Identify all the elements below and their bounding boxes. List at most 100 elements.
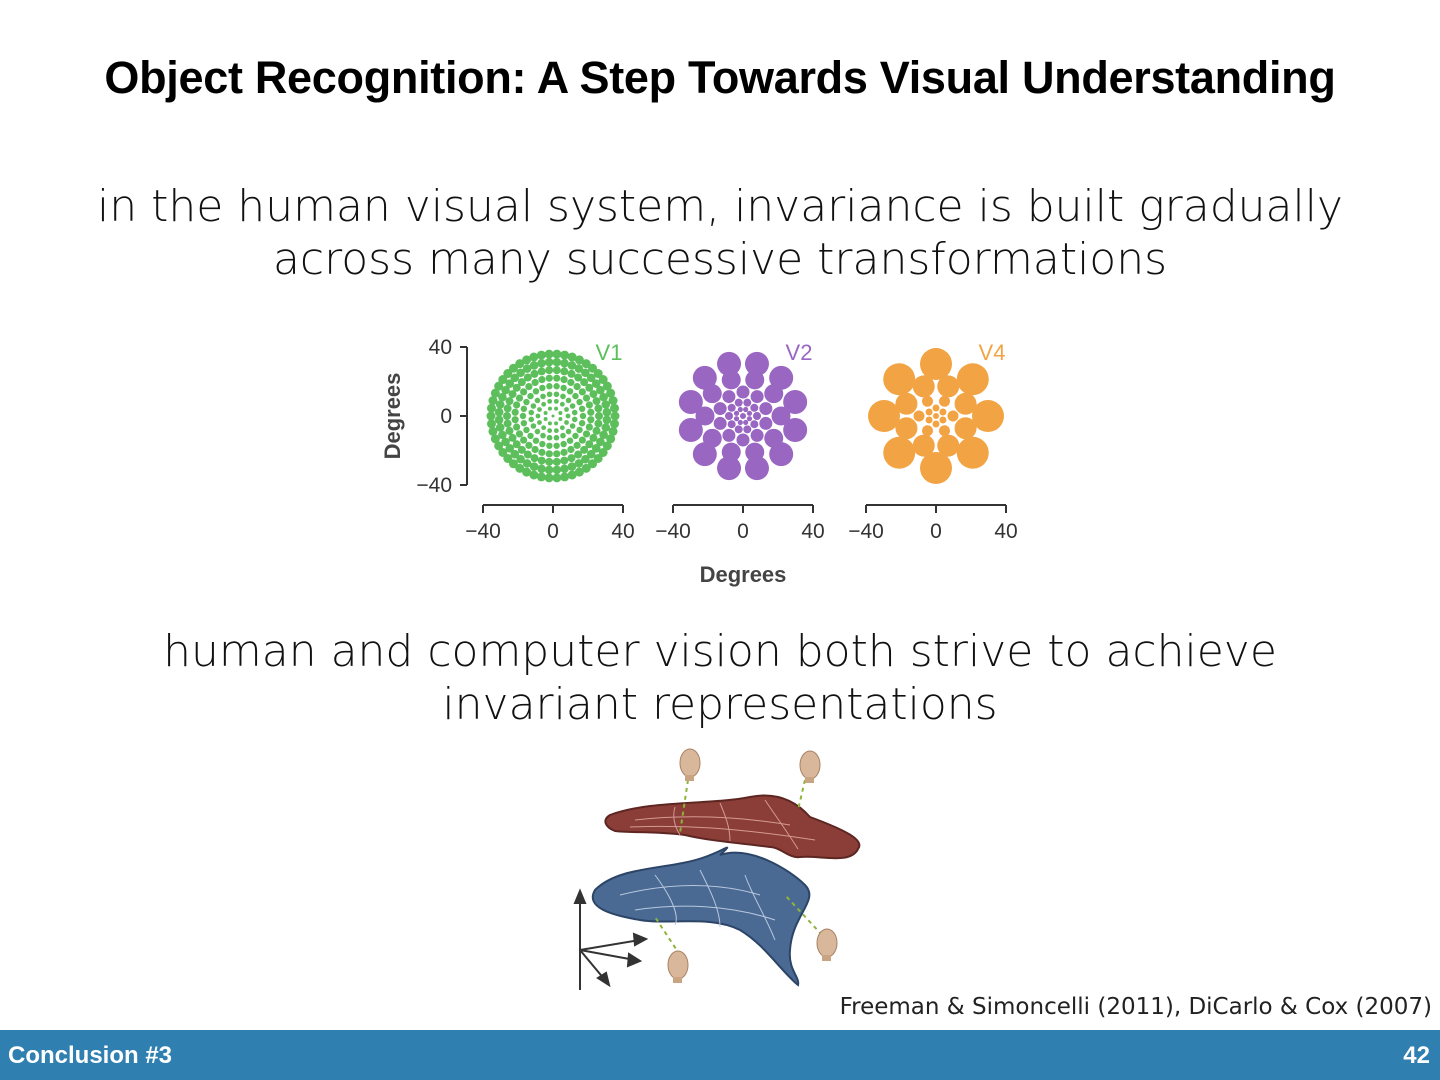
receptive-field-dot	[533, 388, 539, 394]
receptive-field-dot	[883, 437, 915, 469]
receptive-field-dot	[738, 420, 743, 425]
receptive-field-dot	[572, 393, 578, 399]
statement-vision-line-1: human and computer vision both strive to…	[0, 625, 1440, 678]
receptive-field-dot	[545, 366, 553, 374]
receptive-field-dot	[570, 403, 576, 409]
receptive-field-dot	[579, 420, 585, 426]
receptive-field-dot	[552, 473, 561, 482]
citation: Freeman & Simoncelli (2011), DiCarlo & C…	[840, 994, 1432, 1020]
bottom-manifold-surface	[593, 848, 810, 985]
panel-v2: V2	[679, 340, 813, 480]
receptive-field-dot	[568, 462, 577, 471]
receptive-field-dot	[926, 409, 933, 416]
receptive-field-dot	[737, 434, 750, 447]
receptive-field-dot	[747, 416, 752, 421]
receptive-field-dot	[722, 390, 735, 403]
panel-label-v4: V4	[979, 340, 1006, 365]
x-tick-label: 0	[930, 520, 942, 543]
receptive-field-dot	[487, 419, 496, 428]
receptive-field-dot	[759, 417, 772, 430]
receptive-field-dot	[574, 383, 581, 390]
receptive-field-dot	[714, 417, 727, 430]
x-tick-label: −40	[655, 520, 691, 543]
receptive-field-dot	[572, 410, 578, 416]
receptive-field-dot	[509, 434, 517, 442]
receptive-field-dot	[520, 437, 527, 444]
receptive-field-dot	[531, 446, 538, 453]
x-tick-label: 0	[547, 520, 559, 543]
receptive-field-dot	[504, 404, 512, 412]
receptive-field-dot	[487, 412, 496, 421]
x-tick-label: −40	[848, 520, 884, 543]
receptive-field-dot	[933, 421, 940, 428]
receptive-field-dot	[521, 406, 527, 412]
receptive-field-dot	[714, 402, 727, 415]
receptive-field-dot	[495, 416, 504, 425]
receptive-field-dot	[554, 421, 558, 425]
receptive-field-dot	[570, 423, 576, 429]
receptive-field-dot	[552, 415, 555, 418]
receptive-field-dot	[717, 352, 741, 376]
receptive-field-dot	[920, 348, 952, 380]
receptive-field-dot	[560, 457, 568, 465]
receptive-field-dot	[541, 425, 546, 430]
receptive-field-dot	[740, 413, 746, 419]
receptive-field-dot	[737, 386, 750, 399]
face-icon	[668, 951, 688, 983]
receptive-field-dot	[527, 393, 533, 399]
receptive-field-dot	[560, 449, 567, 456]
top-manifold-surface	[605, 796, 859, 859]
receptive-field-dot	[883, 363, 915, 395]
receptive-field-dot	[868, 400, 900, 432]
receptive-field-dot	[743, 420, 748, 425]
receptive-field-dot	[568, 470, 577, 479]
receptive-field-dot	[546, 375, 553, 382]
receptive-field-dot	[751, 390, 764, 403]
receptive-field-dot	[535, 429, 541, 435]
receptive-field-dot	[734, 411, 739, 416]
receptive-field-dot	[560, 367, 568, 375]
receptive-field-dot	[552, 350, 561, 359]
receptive-field-dot	[528, 417, 534, 423]
x-tick-label: 0	[737, 520, 749, 543]
receptive-field-dot	[745, 352, 769, 376]
receptive-field-dot	[751, 429, 764, 442]
receptive-field-dot	[554, 435, 560, 441]
receptive-field-dot	[603, 416, 612, 425]
x-tick-label: 40	[994, 520, 1017, 543]
receptive-field-dot	[537, 351, 546, 360]
receptive-field-dot	[523, 399, 529, 405]
receptive-field-dot	[523, 427, 529, 433]
receptive-field-dot	[914, 411, 925, 422]
receptive-field-dot	[545, 466, 554, 475]
receptive-field-dot	[513, 401, 520, 408]
receptive-field-dot	[560, 425, 565, 430]
receptive-field-dot	[516, 430, 523, 437]
receptive-field-dot	[586, 423, 593, 430]
receptive-field-dot	[537, 464, 546, 473]
receptive-field-dot	[545, 473, 554, 482]
receptive-field-dot	[595, 412, 603, 420]
y-tick-label: 0	[440, 405, 452, 428]
receptive-field-dot	[783, 390, 807, 414]
receptive-field-dot	[750, 404, 758, 412]
receptive-field-dot	[933, 405, 940, 412]
receptive-field-dot	[594, 420, 602, 428]
statement-invariance: in the human visual system, invariance i…	[0, 180, 1440, 286]
receptive-field-dot	[547, 428, 552, 433]
receptive-field-dot	[560, 359, 569, 368]
receptive-field-dot	[933, 413, 939, 419]
receptive-field-dot	[512, 409, 519, 416]
receptive-field-dot	[572, 433, 578, 439]
receptive-field-dot	[745, 456, 769, 480]
receptive-field-dot	[516, 394, 523, 401]
receptive-field-dot	[587, 409, 594, 416]
receptive-field-dot	[560, 441, 566, 447]
receptive-field-dot	[593, 397, 601, 405]
receptive-field-dot	[540, 394, 546, 400]
receptive-field-dot	[759, 402, 772, 415]
receptive-field-dot	[535, 398, 541, 404]
receptive-field-dot	[545, 458, 553, 466]
receptive-field-dot	[722, 429, 735, 442]
